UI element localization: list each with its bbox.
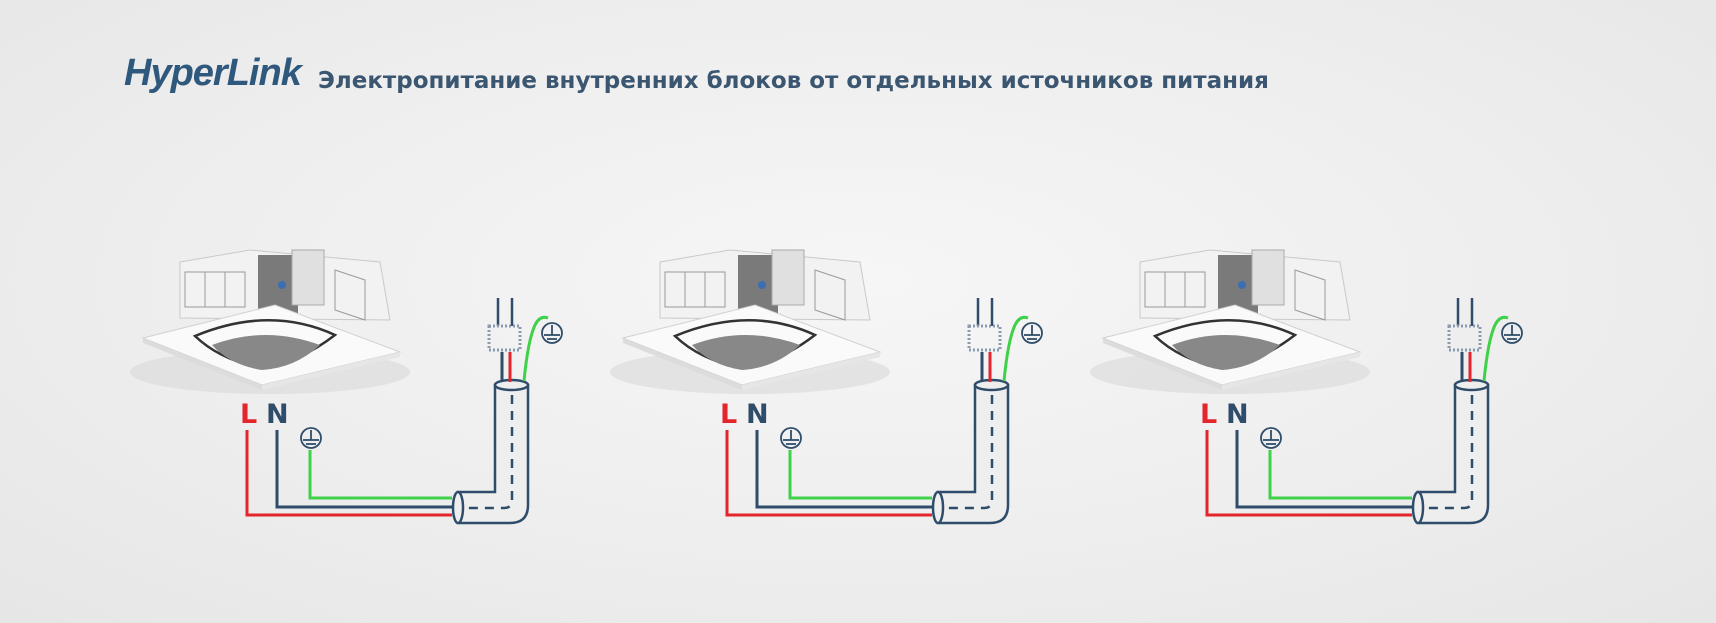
neutral-label: N xyxy=(266,399,289,430)
live-label: L xyxy=(720,399,737,430)
unit-diagram-3 xyxy=(1088,248,1524,525)
unit-diagram-2 xyxy=(608,248,1044,525)
page-title: Электропитание внутренних блоков от отде… xyxy=(318,68,1269,94)
hyperlink-logo: HyperLink xyxy=(124,52,302,94)
live-label: L xyxy=(240,399,257,430)
neutral-label: N xyxy=(1226,399,1249,430)
neutral-label: N xyxy=(746,399,769,430)
unit-diagram-1 xyxy=(128,248,564,525)
live-label: L xyxy=(1200,399,1217,430)
